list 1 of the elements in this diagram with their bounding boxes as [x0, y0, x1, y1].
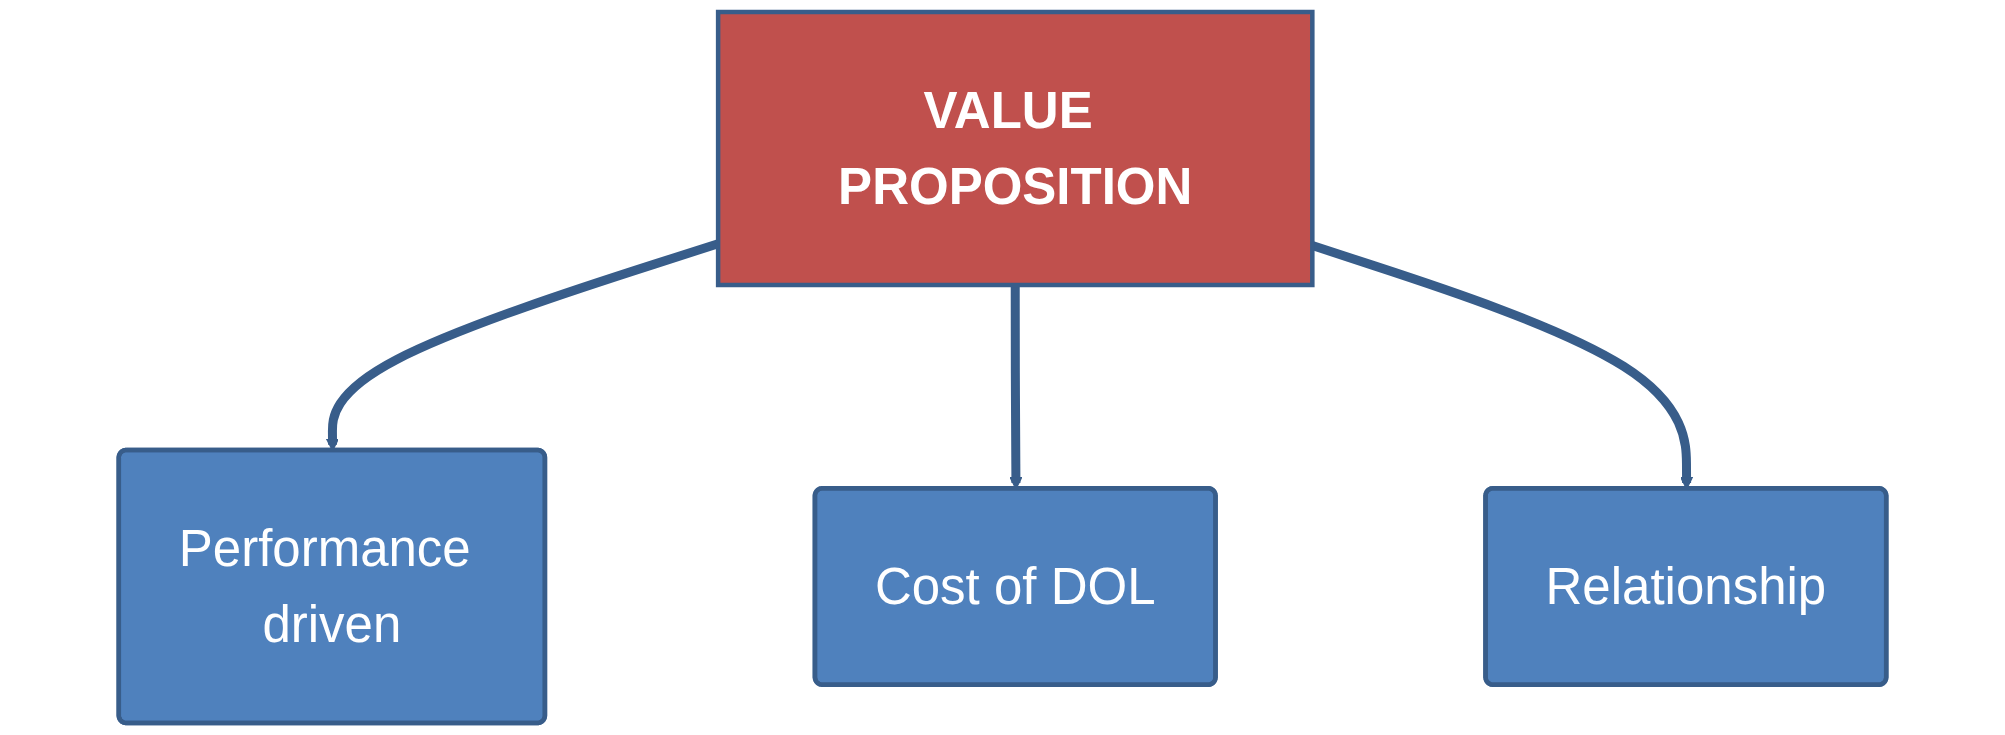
node-box: VALUE PROPOSITION — [715, 9, 1315, 288]
